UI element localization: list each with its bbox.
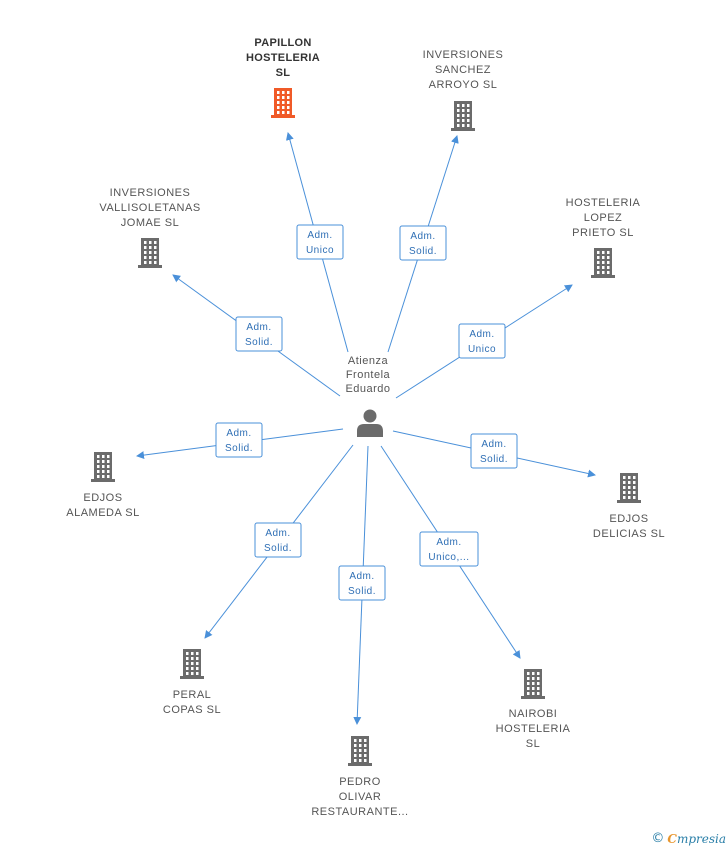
center-person-node[interactable]: Atienza Frontela Eduardo — [345, 355, 390, 437]
company-name-line: PRIETO SL — [572, 227, 634, 239]
brand-logo[interactable]: Cmpresia — [667, 831, 726, 846]
company-name-line: SL — [276, 67, 291, 79]
company-name-line: JOMAE SL — [121, 217, 179, 229]
company-node-pedro[interactable]: PEDRO OLIVAR RESTAURANTE... — [311, 736, 408, 818]
role-label-line: Adm. — [307, 230, 332, 241]
company-node-alameda[interactable]: EDJOS ALAMEDA SL — [66, 452, 139, 519]
building-icon — [591, 248, 615, 278]
role-label-line: Adm. — [246, 322, 271, 333]
company-name-line: VALLISOLETANAS — [99, 202, 200, 214]
role-badge-delicias[interactable]: Adm. Solid. — [470, 433, 518, 469]
role-label-line: Adm. — [469, 329, 494, 340]
role-label-line: Unico,... — [428, 552, 469, 563]
person-name-line-1: Atienza — [348, 355, 389, 367]
company-name-line: INVERSIONES — [423, 49, 504, 61]
person-name-line-2: Frontela — [346, 369, 391, 381]
company-name-line: COPAS SL — [163, 704, 221, 716]
company-name-line: PAPILLON — [254, 37, 311, 49]
building-icon — [521, 669, 545, 699]
role-label-line: Unico — [306, 245, 334, 256]
company-node-papillon[interactable]: PAPILLON HOSTELERIA SL — [246, 37, 320, 118]
company-node-vallisoletanas[interactable]: INVERSIONES VALLISOLETANAS JOMAE SL — [99, 187, 200, 268]
role-label-line: Adm. — [481, 439, 506, 450]
company-node-delicias[interactable]: EDJOS DELICIAS SL — [593, 473, 665, 540]
company-name-line: ALAMEDA SL — [66, 507, 139, 519]
role-badge-nairobi[interactable]: Adm. Unico,... — [419, 531, 479, 567]
company-name-line: ARROYO SL — [429, 79, 498, 91]
role-label-line: Adm. — [436, 537, 461, 548]
role-badge-sanchez[interactable]: Adm. Solid. — [399, 225, 447, 261]
footer-brand: © Cmpresia — [651, 831, 726, 846]
building-icon — [271, 88, 295, 118]
company-name-line: SL — [526, 738, 540, 750]
person-icon — [357, 409, 383, 437]
building-icon — [617, 473, 641, 503]
company-node-lopez[interactable]: HOSTELERIA LOPEZ PRIETO SL — [566, 197, 641, 278]
company-node-nairobi[interactable]: NAIROBI HOSTELERIA SL — [496, 669, 571, 750]
role-badge-peral[interactable]: Adm. Solid. — [254, 522, 302, 558]
role-badge-lopez[interactable]: Adm. Unico — [458, 323, 506, 359]
role-label-line: Solid. — [245, 337, 273, 348]
company-name-line: NAIROBI — [509, 708, 558, 720]
role-label-line: Solid. — [409, 246, 437, 257]
role-badge-vallisoletanas[interactable]: Adm. Solid. — [235, 316, 283, 352]
role-label-line: Solid. — [264, 543, 292, 554]
company-name-line: SANCHEZ — [435, 64, 491, 76]
building-icon — [348, 736, 372, 766]
person-name-line-3: Eduardo — [345, 383, 390, 395]
company-name-line: INVERSIONES — [110, 187, 191, 199]
company-name-line: HOSTELERIA — [566, 197, 641, 209]
company-node-peral[interactable]: PERAL COPAS SL — [163, 649, 221, 716]
building-icon — [451, 101, 475, 131]
company-name-line: EDJOS — [609, 513, 648, 525]
role-badge-pedro[interactable]: Adm. Solid. — [338, 565, 386, 601]
role-label-line: Adm. — [410, 231, 435, 242]
company-name-line: EDJOS — [83, 492, 122, 504]
role-badge-papillon[interactable]: Adm. Unico — [296, 224, 344, 260]
company-name-line: OLIVAR — [339, 791, 382, 803]
role-label-line: Solid. — [348, 586, 376, 597]
company-name-line: HOSTELERIA — [246, 52, 320, 64]
role-label-line: Adm. — [265, 528, 290, 539]
building-icon — [138, 238, 162, 268]
role-label-line: Solid. — [225, 443, 253, 454]
company-name-line: PEDRO — [339, 776, 381, 788]
company-node-sanchez[interactable]: INVERSIONES SANCHEZ ARROYO SL — [423, 49, 504, 131]
company-name-line: LOPEZ — [584, 212, 623, 224]
company-name-line: RESTAURANTE... — [311, 806, 408, 818]
role-label-line: Adm. — [349, 571, 374, 582]
building-icon — [180, 649, 204, 679]
company-name-line: HOSTELERIA — [496, 723, 571, 735]
copyright-icon: © — [651, 831, 665, 846]
company-name-line: DELICIAS SL — [593, 528, 665, 540]
role-label-line: Adm. — [226, 428, 251, 439]
role-label-line: Unico — [468, 344, 496, 355]
role-label-line: Solid. — [480, 454, 508, 465]
company-name-line: PERAL — [173, 689, 212, 701]
building-icon — [91, 452, 115, 482]
role-badge-alameda[interactable]: Adm. Solid. — [215, 422, 263, 458]
